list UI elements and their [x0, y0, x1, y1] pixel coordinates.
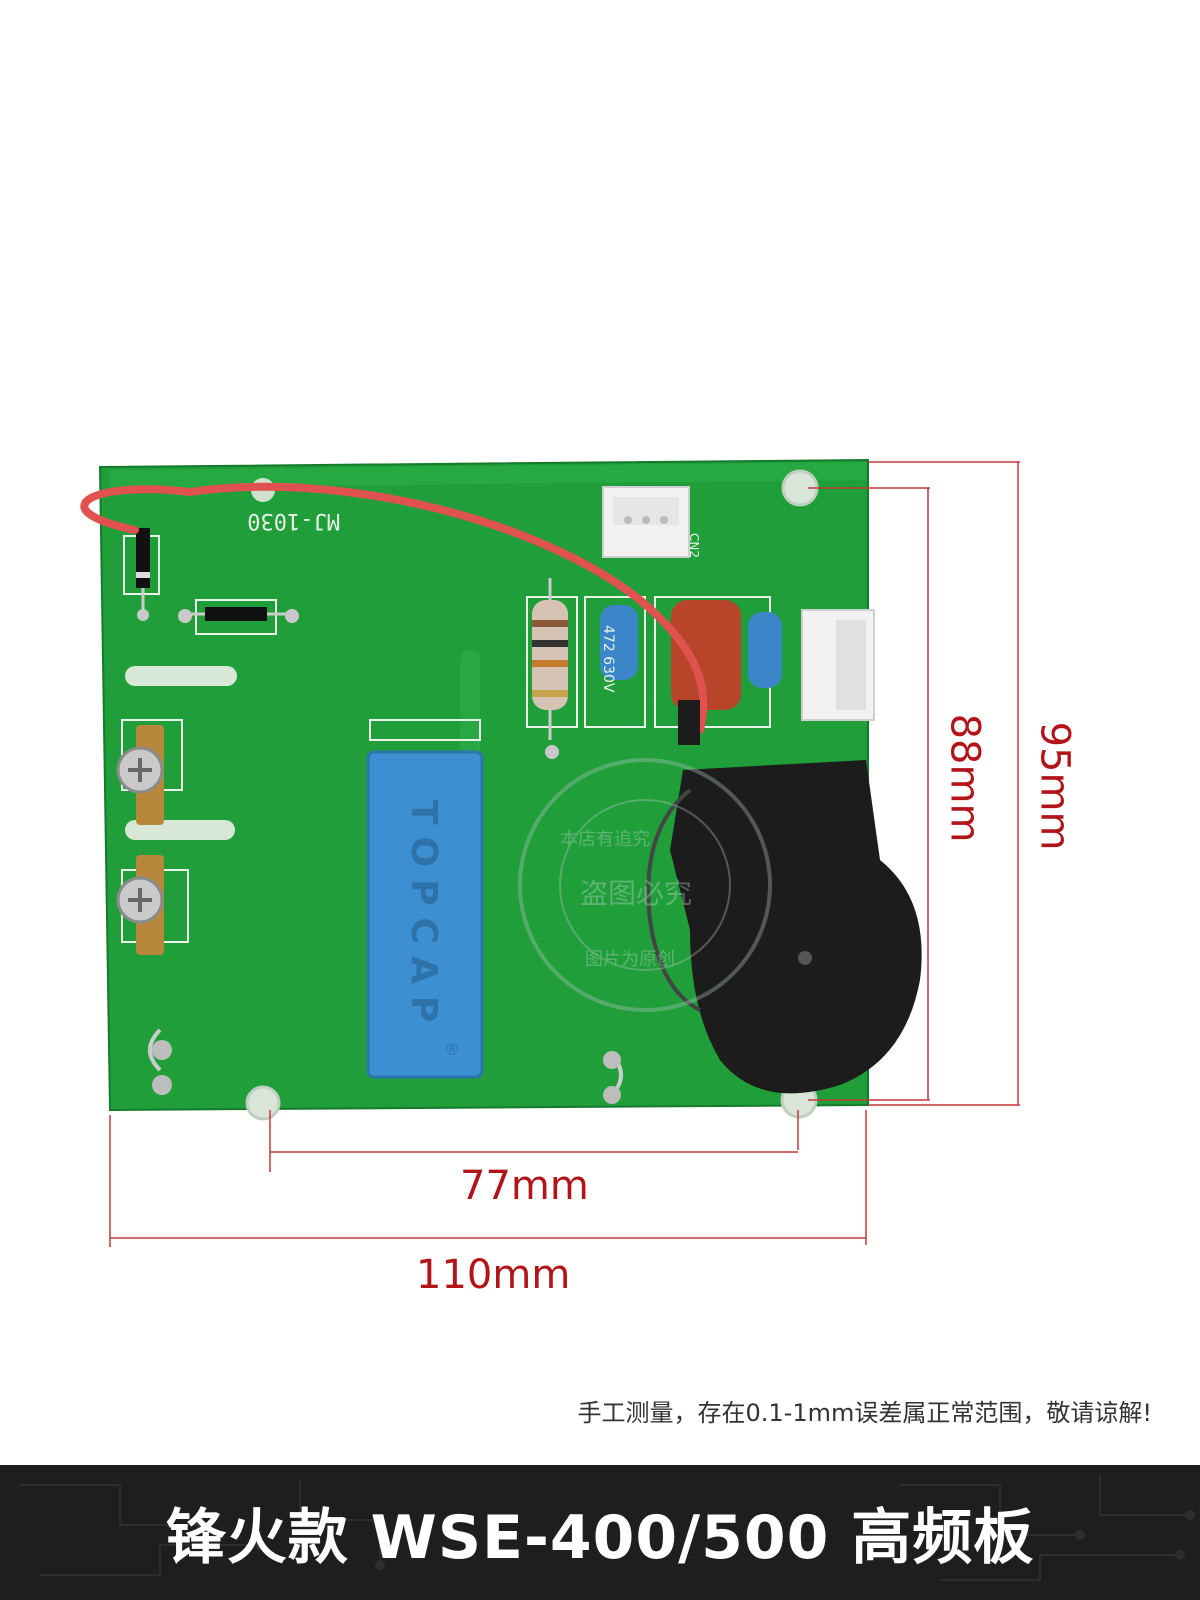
diode	[136, 528, 150, 588]
measurement-disclaimer: 手工测量，存在0.1-1mm误差属正常范围，敬请谅解!	[577, 1399, 1152, 1427]
topcap-brand: TOPCAP	[403, 800, 444, 1034]
blue-capacitor	[600, 605, 638, 680]
watermark-stamp: 本店有追究 盗图必究 图片为原创	[518, 758, 772, 1012]
dimension-lines	[109, 461, 1020, 1247]
watermark-center-text: 盗图必究	[580, 877, 692, 910]
blue-capacitor	[748, 612, 782, 688]
dimension-inner-height: 88mm	[941, 713, 988, 843]
screw-terminal	[116, 725, 164, 825]
pcb-slot	[460, 650, 480, 760]
diode	[205, 607, 267, 621]
footer-banner: 锋火款 WSE-400/500 高频板	[0, 1465, 1200, 1600]
resistor	[532, 578, 568, 759]
silkscreen-model: MJ-1030	[247, 508, 340, 533]
pcb-board: 472 630V CN2 TOPCAP ® MJ-1030	[80, 458, 922, 1121]
dimension-outer-height: 95mm	[1031, 721, 1078, 851]
product-photo: 472 630V CN2 TOPCAP ® MJ-1030	[80, 458, 1020, 1247]
dimension-outer-width: 110mm	[416, 1252, 571, 1298]
connector-label: CN2	[687, 533, 701, 558]
red-wire	[80, 482, 708, 734]
film-capacitor	[671, 600, 741, 710]
screw-terminal	[116, 855, 164, 955]
watermark-outer-text: 本店有追究	[560, 829, 650, 850]
connector-top	[602, 486, 690, 558]
watermark-bottom-text: 图片为原创	[585, 949, 675, 970]
transformer	[646, 760, 922, 1094]
mounting-hole	[245, 1085, 281, 1121]
product-title: 锋火款 WSE-400/500 高频板	[165, 1503, 1035, 1573]
connector-right	[801, 609, 875, 721]
registered-mark: ®	[444, 1040, 460, 1059]
dimension-inner-width: 77mm	[460, 1163, 589, 1209]
circuit-pattern	[20, 1475, 1195, 1581]
capacitor-label: 472 630V	[600, 625, 616, 693]
pcb-slot	[125, 666, 237, 686]
topcap-capacitor: TOPCAP ®	[366, 750, 484, 1079]
